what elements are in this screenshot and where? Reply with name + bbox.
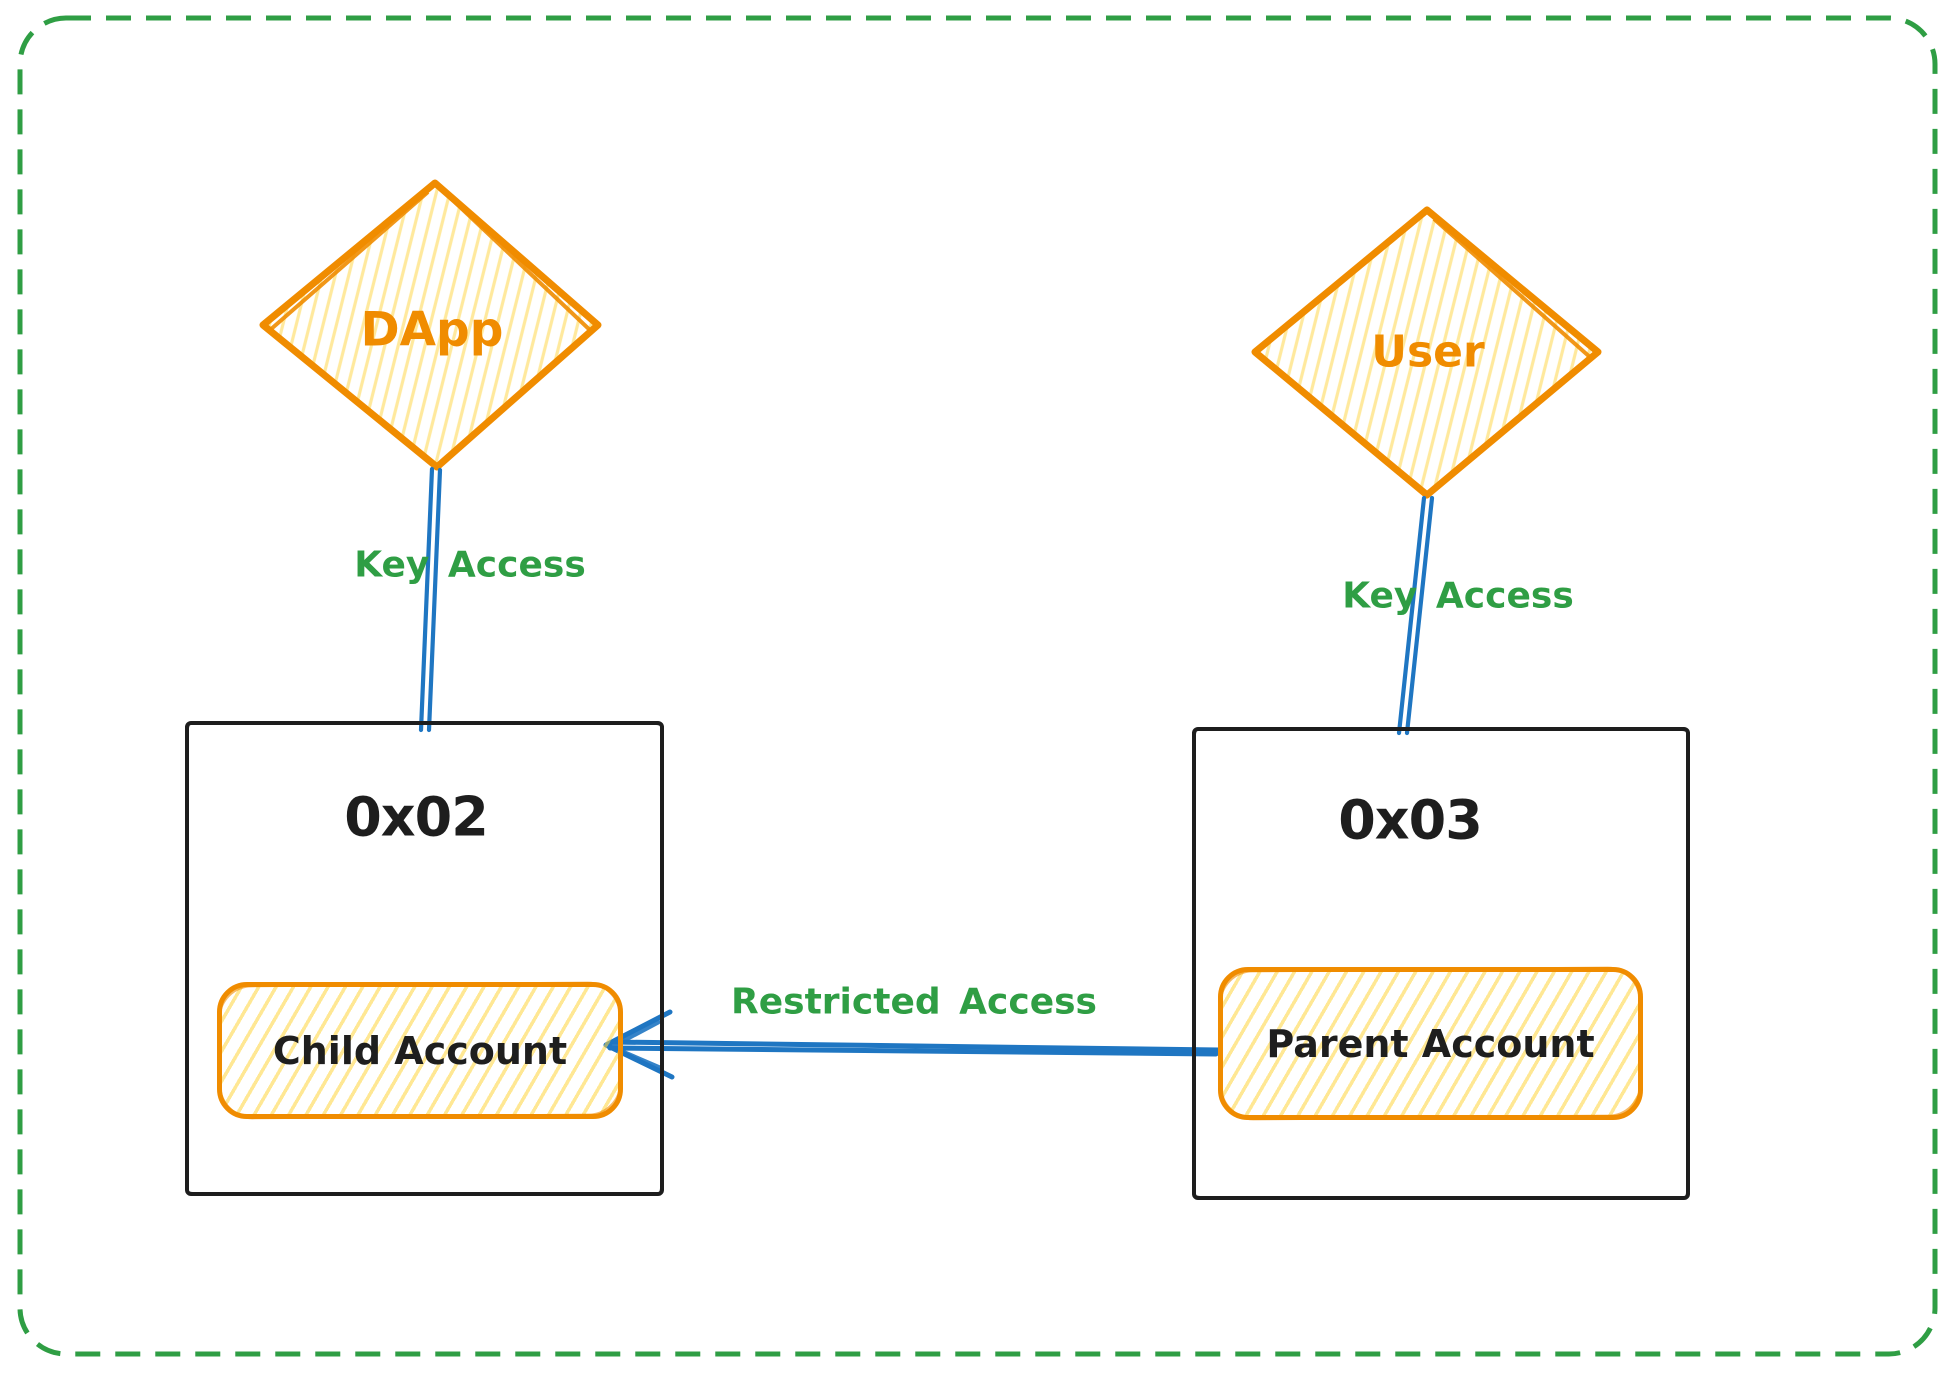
wallet-address-left: 0x02 bbox=[344, 785, 489, 849]
wallet-address-right: 0x03 bbox=[1338, 788, 1483, 852]
dapp-diamond bbox=[259, 179, 602, 471]
restricted-access-label: Restricted Access bbox=[731, 981, 1097, 1023]
child-account-box: Child Account bbox=[217, 982, 623, 1119]
wallet-box-0x03: 0x03 Parent Account bbox=[1192, 727, 1690, 1200]
dapp-label: DApp bbox=[360, 302, 504, 358]
user-key-access-connector bbox=[1396, 495, 1435, 736]
parent-account-box: Parent Account bbox=[1218, 967, 1643, 1120]
parent-account-label: Parent Account bbox=[1266, 1021, 1595, 1066]
canvas-dashed-border bbox=[17, 15, 1938, 1357]
wallet-box-0x02: 0x02 Child Account bbox=[185, 721, 664, 1196]
user-diamond bbox=[1251, 206, 1602, 499]
user-label: User bbox=[1371, 326, 1485, 378]
child-account-label: Child Account bbox=[272, 1028, 568, 1073]
key-access-label-left: Key Access bbox=[354, 544, 586, 586]
key-access-label-right: Key Access bbox=[1342, 575, 1574, 617]
dapp-key-access-connector bbox=[418, 466, 443, 733]
